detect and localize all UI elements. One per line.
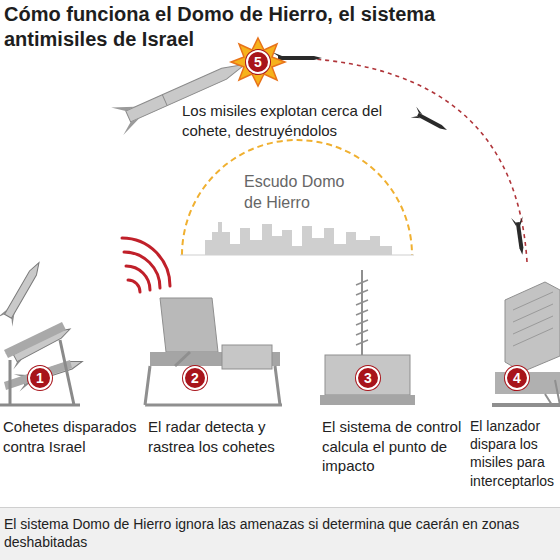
explosion-note: Los misiles explotan cerca del cohete, d… (182, 101, 427, 140)
callout-number: 2 (183, 366, 207, 390)
control-station (320, 270, 415, 405)
callout-text: 5 (254, 55, 262, 69)
callout-text: 1 (36, 371, 44, 385)
rocket-launcher (0, 258, 85, 405)
interceptor-launcher (492, 282, 560, 405)
interceptor-missiles (272, 52, 528, 256)
explosion (231, 38, 285, 86)
footnote: El sistema Domo de Hierro ignora las ame… (4, 515, 552, 551)
dome-arc (182, 140, 412, 255)
callout-number: 5 (246, 50, 270, 74)
dome-label: Escudo Domo de Hierro (244, 172, 354, 214)
step-caption: El sistema de control calcula el punto d… (322, 417, 470, 476)
callout-number: 1 (28, 366, 52, 390)
title: Cómo funciona el Domo de Hierro, el sist… (4, 2, 474, 52)
footer-band (0, 507, 560, 560)
callout-text: 2 (191, 371, 199, 385)
trajectory (300, 58, 527, 262)
callout-number: 4 (505, 366, 529, 390)
radar-waves (122, 238, 170, 292)
callout-text: 3 (364, 371, 372, 385)
radar (145, 298, 282, 405)
callout-number: 3 (356, 366, 380, 390)
skyline (205, 222, 392, 255)
step-caption: Cohetes disparados contra Israel (3, 417, 141, 456)
step-caption: El lanzador dispara los misiles para int… (470, 417, 558, 490)
step-caption: El radar detecta y rastrea los cohetes (148, 417, 308, 456)
callout-text: 4 (513, 371, 521, 385)
